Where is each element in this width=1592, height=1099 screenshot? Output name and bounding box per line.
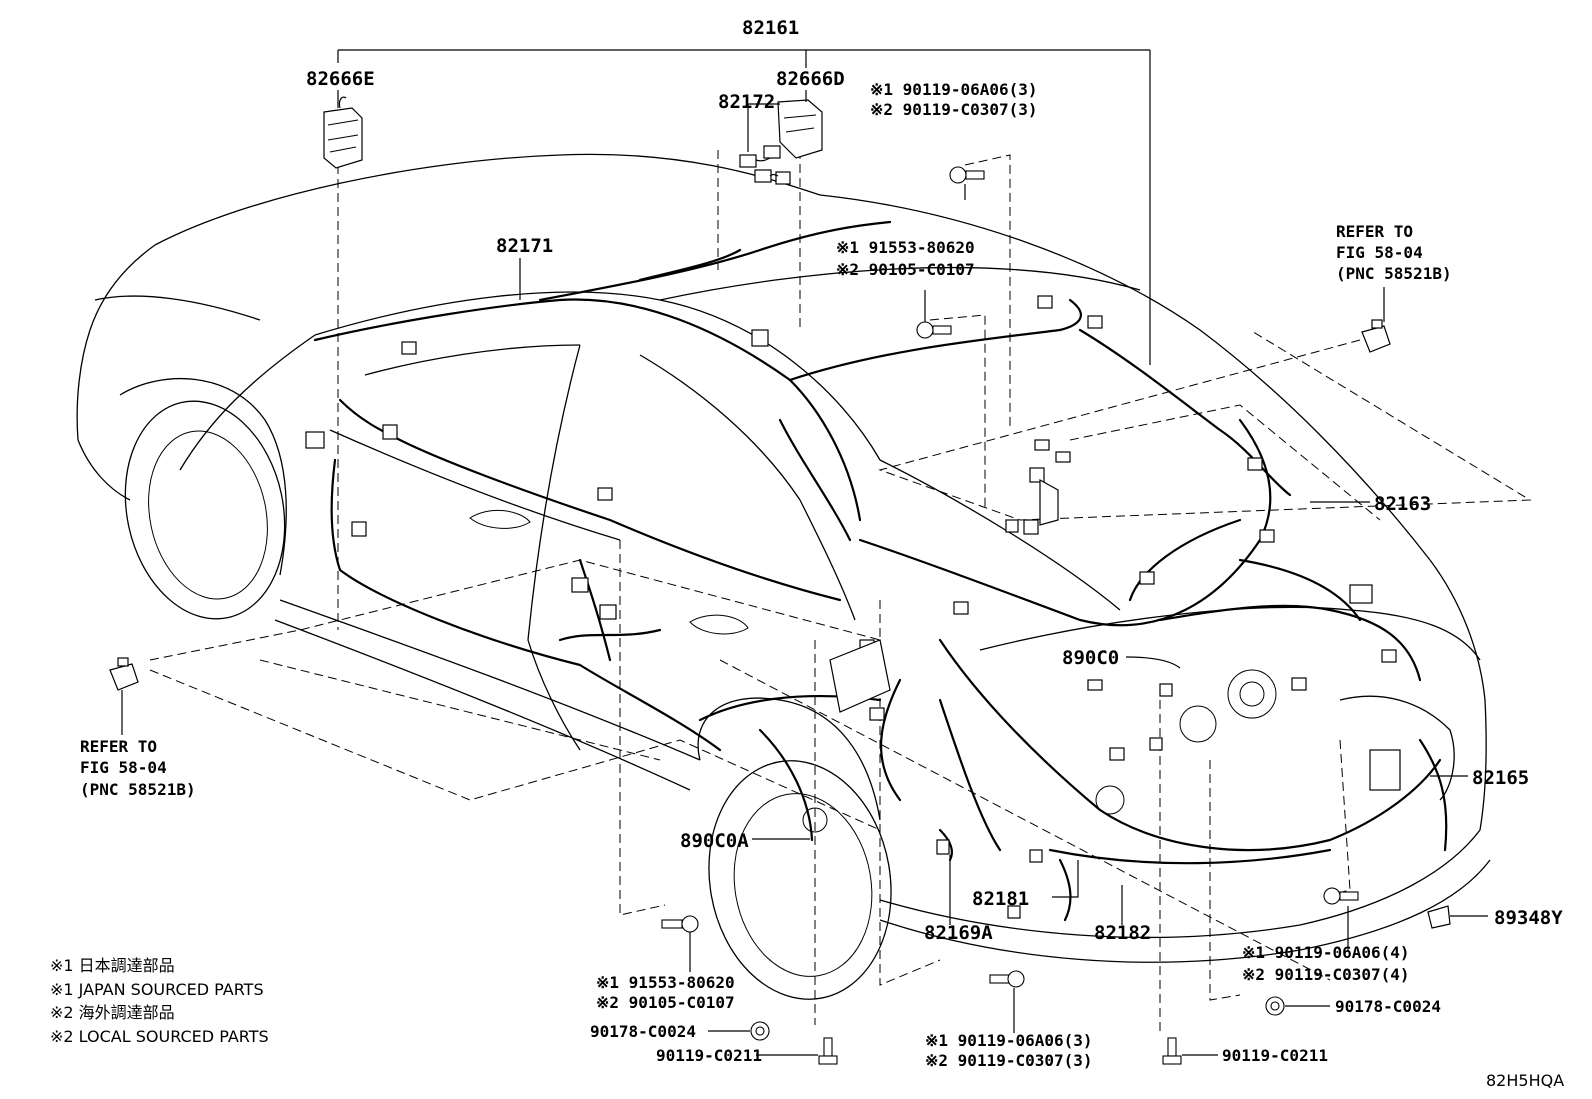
bolt-bottom-left <box>661 915 699 933</box>
wire-harnesses <box>313 220 1448 922</box>
legend-line-2: ※1 JAPAN SOURCED PARTS <box>50 980 264 999</box>
clip-89348Y <box>1427 905 1451 929</box>
label-82666D: 82666D <box>776 68 845 90</box>
label-bolt-mid-center-1: ※1 91553-80620 <box>836 238 975 257</box>
label-82666E: 82666E <box>306 68 375 90</box>
screw-left <box>818 1037 838 1065</box>
refer-right-line-1: REFER TO <box>1336 222 1413 241</box>
label-screw-left: 90119-C0211 <box>656 1046 762 1065</box>
refer-left-line-3: (PNC 58521B) <box>80 780 196 799</box>
screw-right <box>1162 1037 1182 1065</box>
label-nut-right: 90178-C0024 <box>1335 997 1441 1016</box>
legend-line-4: ※2 LOCAL SOURCED PARTS <box>50 1027 269 1046</box>
connectors <box>305 295 1401 919</box>
refer-left-note: REFER TO FIG 58-04 (PNC 58521B) <box>80 737 196 799</box>
part-82666E-module <box>323 96 363 169</box>
leader-lines <box>121 49 1488 1056</box>
label-82172: 82172 <box>718 91 775 113</box>
refer-right-line-3: (PNC 58521B) <box>1336 264 1452 283</box>
label-bolt-bottom-right-1: ※1 90119-06A06(4) <box>1242 943 1410 962</box>
label-82165: 82165 <box>1472 767 1529 789</box>
part-82666D-module <box>777 99 823 159</box>
label-bolt-bottom-center-2: ※2 90119-C0307(3) <box>925 1051 1093 1070</box>
label-nut-left: 90178-C0024 <box>590 1022 696 1041</box>
nut-left <box>750 1021 770 1041</box>
sensor-left <box>109 657 139 691</box>
label-bolt-bottom-right-2: ※2 90119-C0307(4) <box>1242 965 1410 984</box>
dashed-guide-lines <box>149 150 1532 1035</box>
bolt-mid-center <box>916 321 952 339</box>
nut-right <box>1265 996 1285 1016</box>
part-82172-connectors <box>739 145 791 185</box>
refer-right-note: REFER TO FIG 58-04 (PNC 58521B) <box>1336 222 1452 283</box>
label-bolt-bottom-left-1: ※1 91553-80620 <box>596 973 735 992</box>
label-bolt-bottom-left-2: ※2 90105-C0107 <box>596 993 735 1012</box>
legend: ※1 日本調達部品 ※1 JAPAN SOURCED PARTS ※2 海外調達… <box>50 956 269 1046</box>
label-82182: 82182 <box>1094 922 1151 944</box>
sensor-right <box>1361 319 1391 353</box>
label-bolt-top-center-2: ※2 90119-C0307(3) <box>870 100 1038 119</box>
bolt-top-center <box>949 166 985 184</box>
legend-line-3: ※2 海外調達部品 <box>50 1003 175 1022</box>
bolt-labels: ※1 90119-06A06(3) ※2 90119-C0307(3) ※1 9… <box>590 80 1441 1070</box>
label-82163: 82163 <box>1374 493 1431 515</box>
diagram-code: 82H5HQA <box>1486 1071 1564 1090</box>
bolt-bottom-center <box>989 970 1025 988</box>
label-82171: 82171 <box>496 235 553 257</box>
label-89348Y: 89348Y <box>1494 907 1563 929</box>
refer-left-line-2: FIG 58-04 <box>80 758 167 777</box>
bolt-bottom-right <box>1323 887 1359 905</box>
label-bolt-top-center-1: ※1 90119-06A06(3) <box>870 80 1038 99</box>
label-bolt-mid-center-2: ※2 90105-C0107 <box>836 260 975 279</box>
label-82161: 82161 <box>742 17 799 39</box>
label-bolt-bottom-center-1: ※1 90119-06A06(3) <box>925 1031 1093 1050</box>
label-82169A: 82169A <box>924 922 993 944</box>
label-890C0: 890C0 <box>1062 647 1119 669</box>
part-labels: 82161 82666E 82666D 82172 82171 82163 89… <box>306 17 1563 944</box>
refer-right-line-2: FIG 58-04 <box>1336 243 1423 262</box>
label-890C0A: 890C0A <box>680 830 749 852</box>
refer-left-line-1: REFER TO <box>80 737 157 756</box>
label-screw-right: 90119-C0211 <box>1222 1046 1328 1065</box>
legend-line-1: ※1 日本調達部品 <box>50 956 175 975</box>
label-82181: 82181 <box>972 888 1029 910</box>
